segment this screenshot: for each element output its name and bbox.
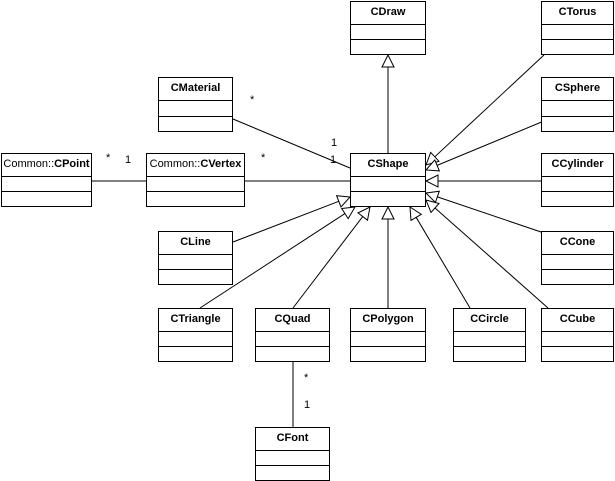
class-name: CTriangle (170, 313, 220, 325)
generalization-line-cube (434, 207, 549, 309)
class-shape: CShape (350, 153, 426, 207)
generalization-line-sphere (436, 120, 545, 166)
class-font: CFont (255, 427, 330, 481)
generalization-line-torus (434, 54, 545, 158)
class-cone: CCone (541, 231, 614, 285)
multiplicity-vertex: * (261, 152, 266, 164)
class-name-text: CFont (277, 432, 309, 444)
class-name: CPolygon (362, 313, 414, 325)
class-box-border (541, 231, 614, 285)
class-name-text: CDraw (371, 6, 406, 18)
generalization-arrowhead-shape (381, 53, 395, 68)
generalization-arrowhead-cone (424, 190, 441, 204)
generalization-arrowhead-polygon (381, 205, 395, 220)
class-box-border (158, 231, 233, 285)
class-name-text: CMaterial (171, 82, 221, 94)
class-triangle: CTriangle (158, 308, 233, 362)
generalization-line-cone (437, 196, 545, 234)
class-box-border (541, 308, 614, 362)
class-circle: CCircle (453, 308, 526, 362)
class-line: CLine (158, 231, 233, 285)
class-name-text: CVertex (200, 158, 242, 170)
class-name-text: CCircle (470, 313, 509, 325)
class-namespace: Common:: (150, 158, 201, 170)
class-box-border (453, 308, 526, 362)
class-name: CCube (560, 313, 595, 325)
class-box-border (541, 77, 614, 132)
generalization-line-circle (415, 217, 471, 309)
class-box-border (255, 427, 330, 481)
class-name: CCircle (470, 313, 509, 325)
class-name-text: CCube (560, 313, 595, 325)
class-box-border (350, 1, 426, 55)
generalization-arrowhead-cube (425, 199, 440, 214)
generalization-arrowhead-quad (357, 206, 371, 222)
generalization-arrowhead-sphere (424, 158, 441, 172)
class-name: CFont (277, 432, 309, 444)
class-name: CCylinder (552, 158, 605, 170)
multiplicity-shape: 1 (330, 154, 336, 166)
class-name: CShape (368, 158, 409, 170)
generalization-line-triangle (199, 213, 346, 309)
class-quad: CQuad (255, 308, 330, 362)
association-line-material-shape (232, 118, 351, 169)
class-sphere: CSphere (541, 77, 614, 132)
class-box-border (350, 153, 426, 207)
class-name-text: CPolygon (362, 313, 414, 325)
multiplicity-font: 1 (304, 399, 310, 411)
class-name-text: CLine (180, 236, 211, 248)
class-box-border (350, 308, 426, 362)
class-name: Common::CPoint (3, 158, 90, 170)
relationship-lines (92, 54, 549, 427)
class-draw: CDraw (350, 1, 426, 55)
class-polygon: CPolygon (350, 308, 426, 362)
class-name-text: CCylinder (552, 158, 605, 170)
generalization-line-quad (292, 216, 364, 309)
multiplicity-vertex: 1 (125, 154, 131, 166)
multiplicity-labels: * 1 * 1 * 1 * 1 (106, 94, 337, 411)
class-name: CCone (560, 236, 595, 248)
class-box-border (255, 308, 330, 362)
class-name-text: CShape (368, 158, 409, 170)
class-box-border (1, 153, 92, 207)
generalization-arrowhead-cylinder (424, 174, 439, 188)
class-name: Common::CVertex (150, 158, 243, 170)
multiplicity-point: * (106, 152, 111, 164)
generalization-arrowhead-line (335, 195, 352, 208)
class-name: CDraw (371, 6, 406, 18)
class-name: CTorus (559, 6, 597, 18)
class-box-border (541, 153, 614, 207)
class-point: Common::CPoint (1, 153, 92, 207)
class-name: CMaterial (171, 82, 221, 94)
class-name: CQuad (274, 313, 310, 325)
generalization-arrowhead-circle (409, 206, 423, 222)
class-name-text: CCone (560, 236, 595, 248)
arrowheads (335, 53, 441, 222)
class-name: CLine (180, 236, 211, 248)
class-namespace: Common:: (3, 158, 54, 170)
class-torus: CTorus (541, 1, 614, 55)
class-cylinder: CCylinder (541, 153, 614, 207)
class-name-text: CPoint (54, 158, 90, 170)
class-material: CMaterial (158, 77, 233, 132)
class-box-border (541, 1, 614, 55)
generalization-arrowhead-triangle (340, 206, 356, 220)
multiplicity-shape: 1 (331, 137, 337, 149)
class-name-text: CSphere (555, 82, 600, 94)
class-box-border (146, 153, 245, 207)
class-name-text: CQuad (274, 313, 310, 325)
generalization-line-line (232, 200, 339, 243)
class-box-border (158, 308, 233, 362)
class-name-text: CTriangle (170, 313, 220, 325)
class-cube: CCube (541, 308, 614, 362)
class-name-text: CTorus (559, 6, 597, 18)
class-name: CSphere (555, 82, 600, 94)
class-box-border (158, 77, 233, 132)
class-vertex: Common::CVertex (146, 153, 245, 207)
multiplicity-quad: * (304, 372, 309, 384)
multiplicity-material: * (250, 94, 255, 106)
